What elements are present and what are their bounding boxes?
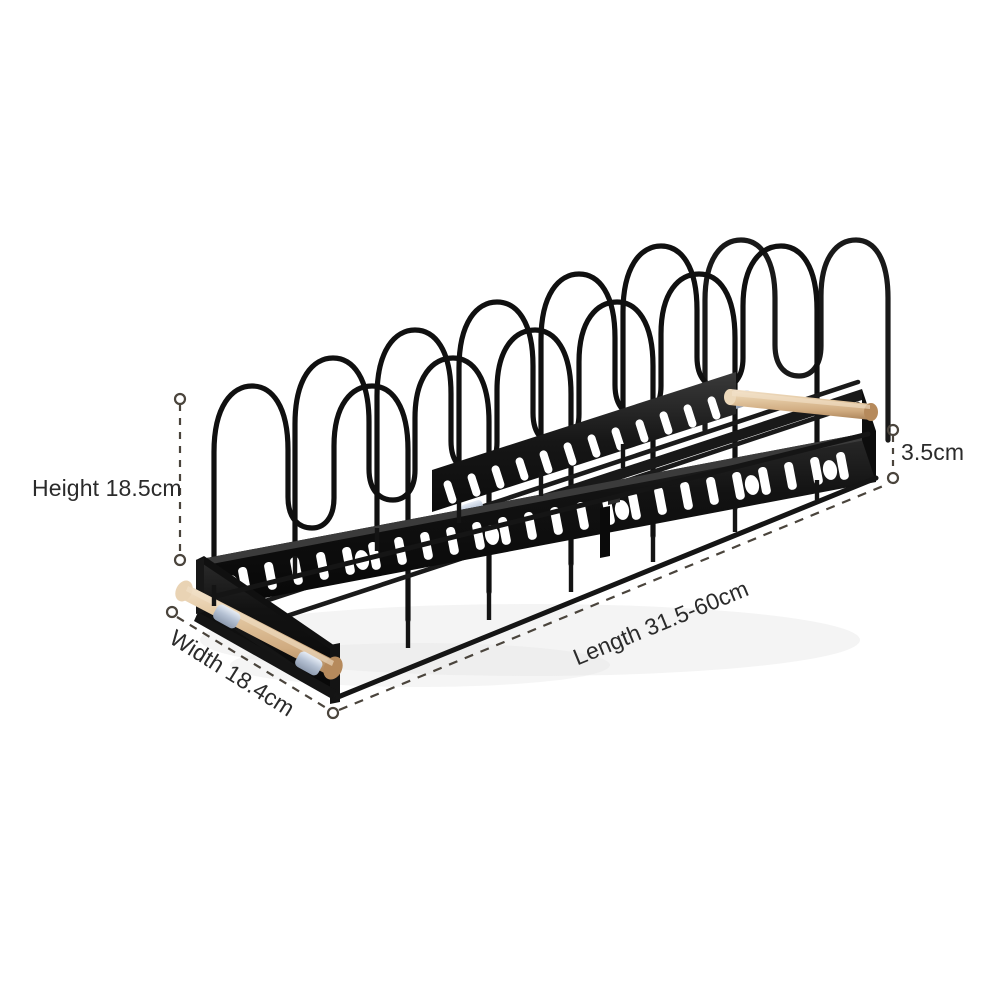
- thickness-endpoint-top-icon: [886, 423, 900, 437]
- height-dimension-label: Height 18.5cm: [32, 475, 182, 501]
- thickness-dimension-label: 3.5cm: [901, 439, 965, 465]
- telescoping-rod-left: [194, 604, 336, 699]
- width-endpoint-start-icon: [165, 605, 179, 619]
- height-endpoint-bottom-icon: [173, 553, 187, 567]
- rear-perforated-rail: [432, 372, 736, 512]
- front-rail-seam: [608, 497, 620, 505]
- height-endpoint-top-icon: [173, 392, 187, 406]
- front-rail-seam: [600, 506, 610, 558]
- wooden-handle-right: [724, 389, 878, 421]
- wire-divider: [211, 383, 411, 623]
- base-wire: [197, 431, 871, 603]
- wire-divider: [292, 355, 492, 595]
- wire-divider: [702, 237, 891, 443]
- thickness-endpoint-bottom-icon: [886, 471, 900, 485]
- width-endpoint-end-icon: [326, 706, 340, 720]
- dimension-annotation-layer: [165, 392, 900, 720]
- rod-clip: [295, 651, 323, 676]
- front-long-rail-top-edge: [196, 431, 876, 567]
- rod-clip: [213, 604, 241, 629]
- length-leader-line: [338, 482, 889, 712]
- rack-frame: [175, 372, 879, 704]
- base-wire: [335, 475, 879, 700]
